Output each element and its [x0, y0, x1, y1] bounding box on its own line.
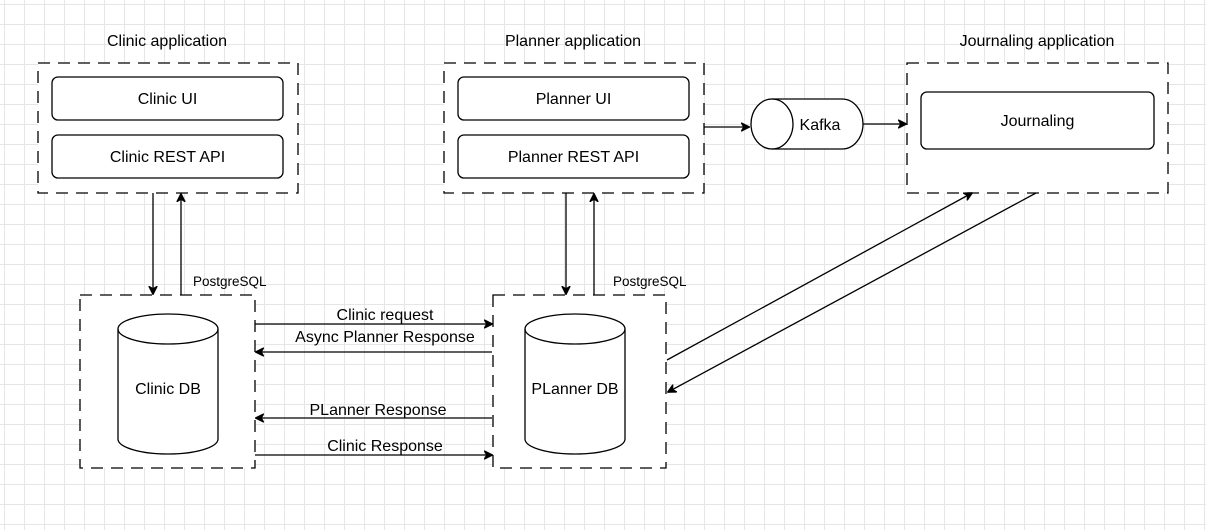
journaling-box[interactable]: Journaling [920, 91, 1155, 150]
clinic-request-label: Clinic request [337, 307, 434, 324]
clinic-rest-api-label: Clinic REST API [110, 149, 225, 166]
kafka-label: Kafka [800, 117, 841, 134]
async-planner-response-label: Async Planner Response [295, 329, 475, 346]
journaling-application-title: Journaling application [960, 33, 1115, 50]
clinic-db-cylinder[interactable]: Clinic DB [117, 313, 219, 455]
clinic-response-label: Clinic Response [327, 438, 443, 455]
planner-application-title: Planner application [505, 33, 641, 50]
clinic-postgresql-label: PostgreSQL [193, 274, 267, 289]
planner-rest-api-box[interactable]: Planner REST API [457, 134, 690, 179]
clinic-db-label: Clinic DB [135, 381, 201, 398]
kafka-queue[interactable]: Kafka [750, 98, 864, 150]
planner-db-to-journaling-arrow [666, 193, 972, 361]
planner-rest-api-label: Planner REST API [508, 149, 639, 166]
planner-db-label: PLanner DB [531, 381, 618, 398]
clinic-ui-label: Clinic UI [138, 91, 198, 108]
planner-postgresql-label: PostgreSQL [613, 274, 687, 289]
journaling-label: Journaling [1001, 113, 1075, 130]
clinic-ui-box[interactable]: Clinic UI [51, 76, 284, 121]
planner-ui-label: Planner UI [536, 91, 612, 108]
planner-db-cylinder[interactable]: PLanner DB [524, 313, 626, 455]
clinic-application-title: Clinic application [107, 33, 227, 50]
planner-ui-box[interactable]: Planner UI [457, 76, 690, 121]
journaling-to-planner-db-arrow [668, 192, 1037, 392]
clinic-rest-api-box[interactable]: Clinic REST API [51, 134, 284, 179]
planner-response-label: PLanner Response [310, 402, 447, 419]
